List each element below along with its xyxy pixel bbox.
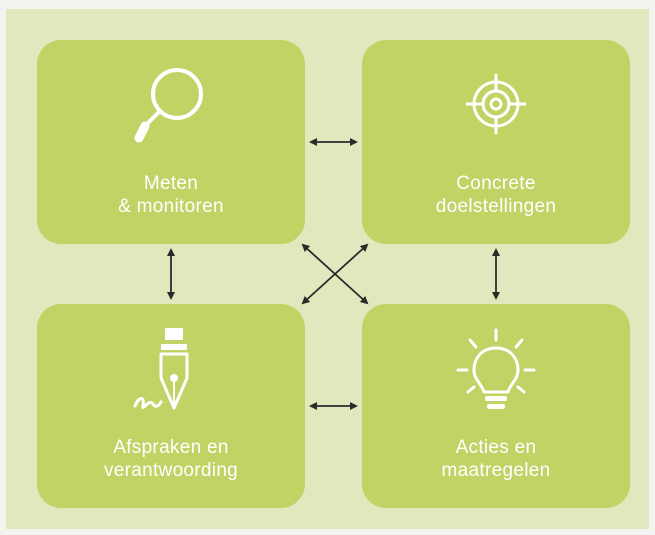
card-label-line2: & monitoren xyxy=(118,196,224,217)
card-label-line2: doelstellingen xyxy=(435,196,557,217)
card-concrete-doelstellingen: Concrete doelstellingen xyxy=(362,40,630,244)
card-label: Afspraken en verantwoording xyxy=(37,436,305,482)
card-acties-maatregelen: Acties en maatregelen xyxy=(362,304,630,508)
card-label: Meten & monitoren xyxy=(37,172,305,218)
card-afspraken-verantwoording: Afspraken en verantwoording xyxy=(37,304,305,508)
magnifier-icon xyxy=(134,68,203,143)
target-icon xyxy=(466,74,526,134)
lightbulb-icon xyxy=(456,328,536,409)
card-label-line1: Afspraken en xyxy=(113,437,229,458)
card-label: Acties en maatregelen xyxy=(362,436,630,482)
fountain-pen-signature-icon xyxy=(133,328,189,410)
diagram-panel: Meten & monitoren Concrete doelstellinge… xyxy=(6,9,649,529)
card-label-line2: verantwoording xyxy=(103,460,239,481)
card-meten-monitoren: Meten & monitoren xyxy=(37,40,305,244)
arrow-diagonal-b xyxy=(301,243,369,305)
card-label-line2: maatregelen xyxy=(441,460,551,481)
connector-arrows xyxy=(167,138,500,410)
card-label-line1: Meten xyxy=(143,173,199,194)
card-label-line1: Acties en xyxy=(455,437,537,458)
card-label-line1: Concrete xyxy=(456,173,536,194)
card-label: Concrete doelstellingen xyxy=(362,172,630,218)
